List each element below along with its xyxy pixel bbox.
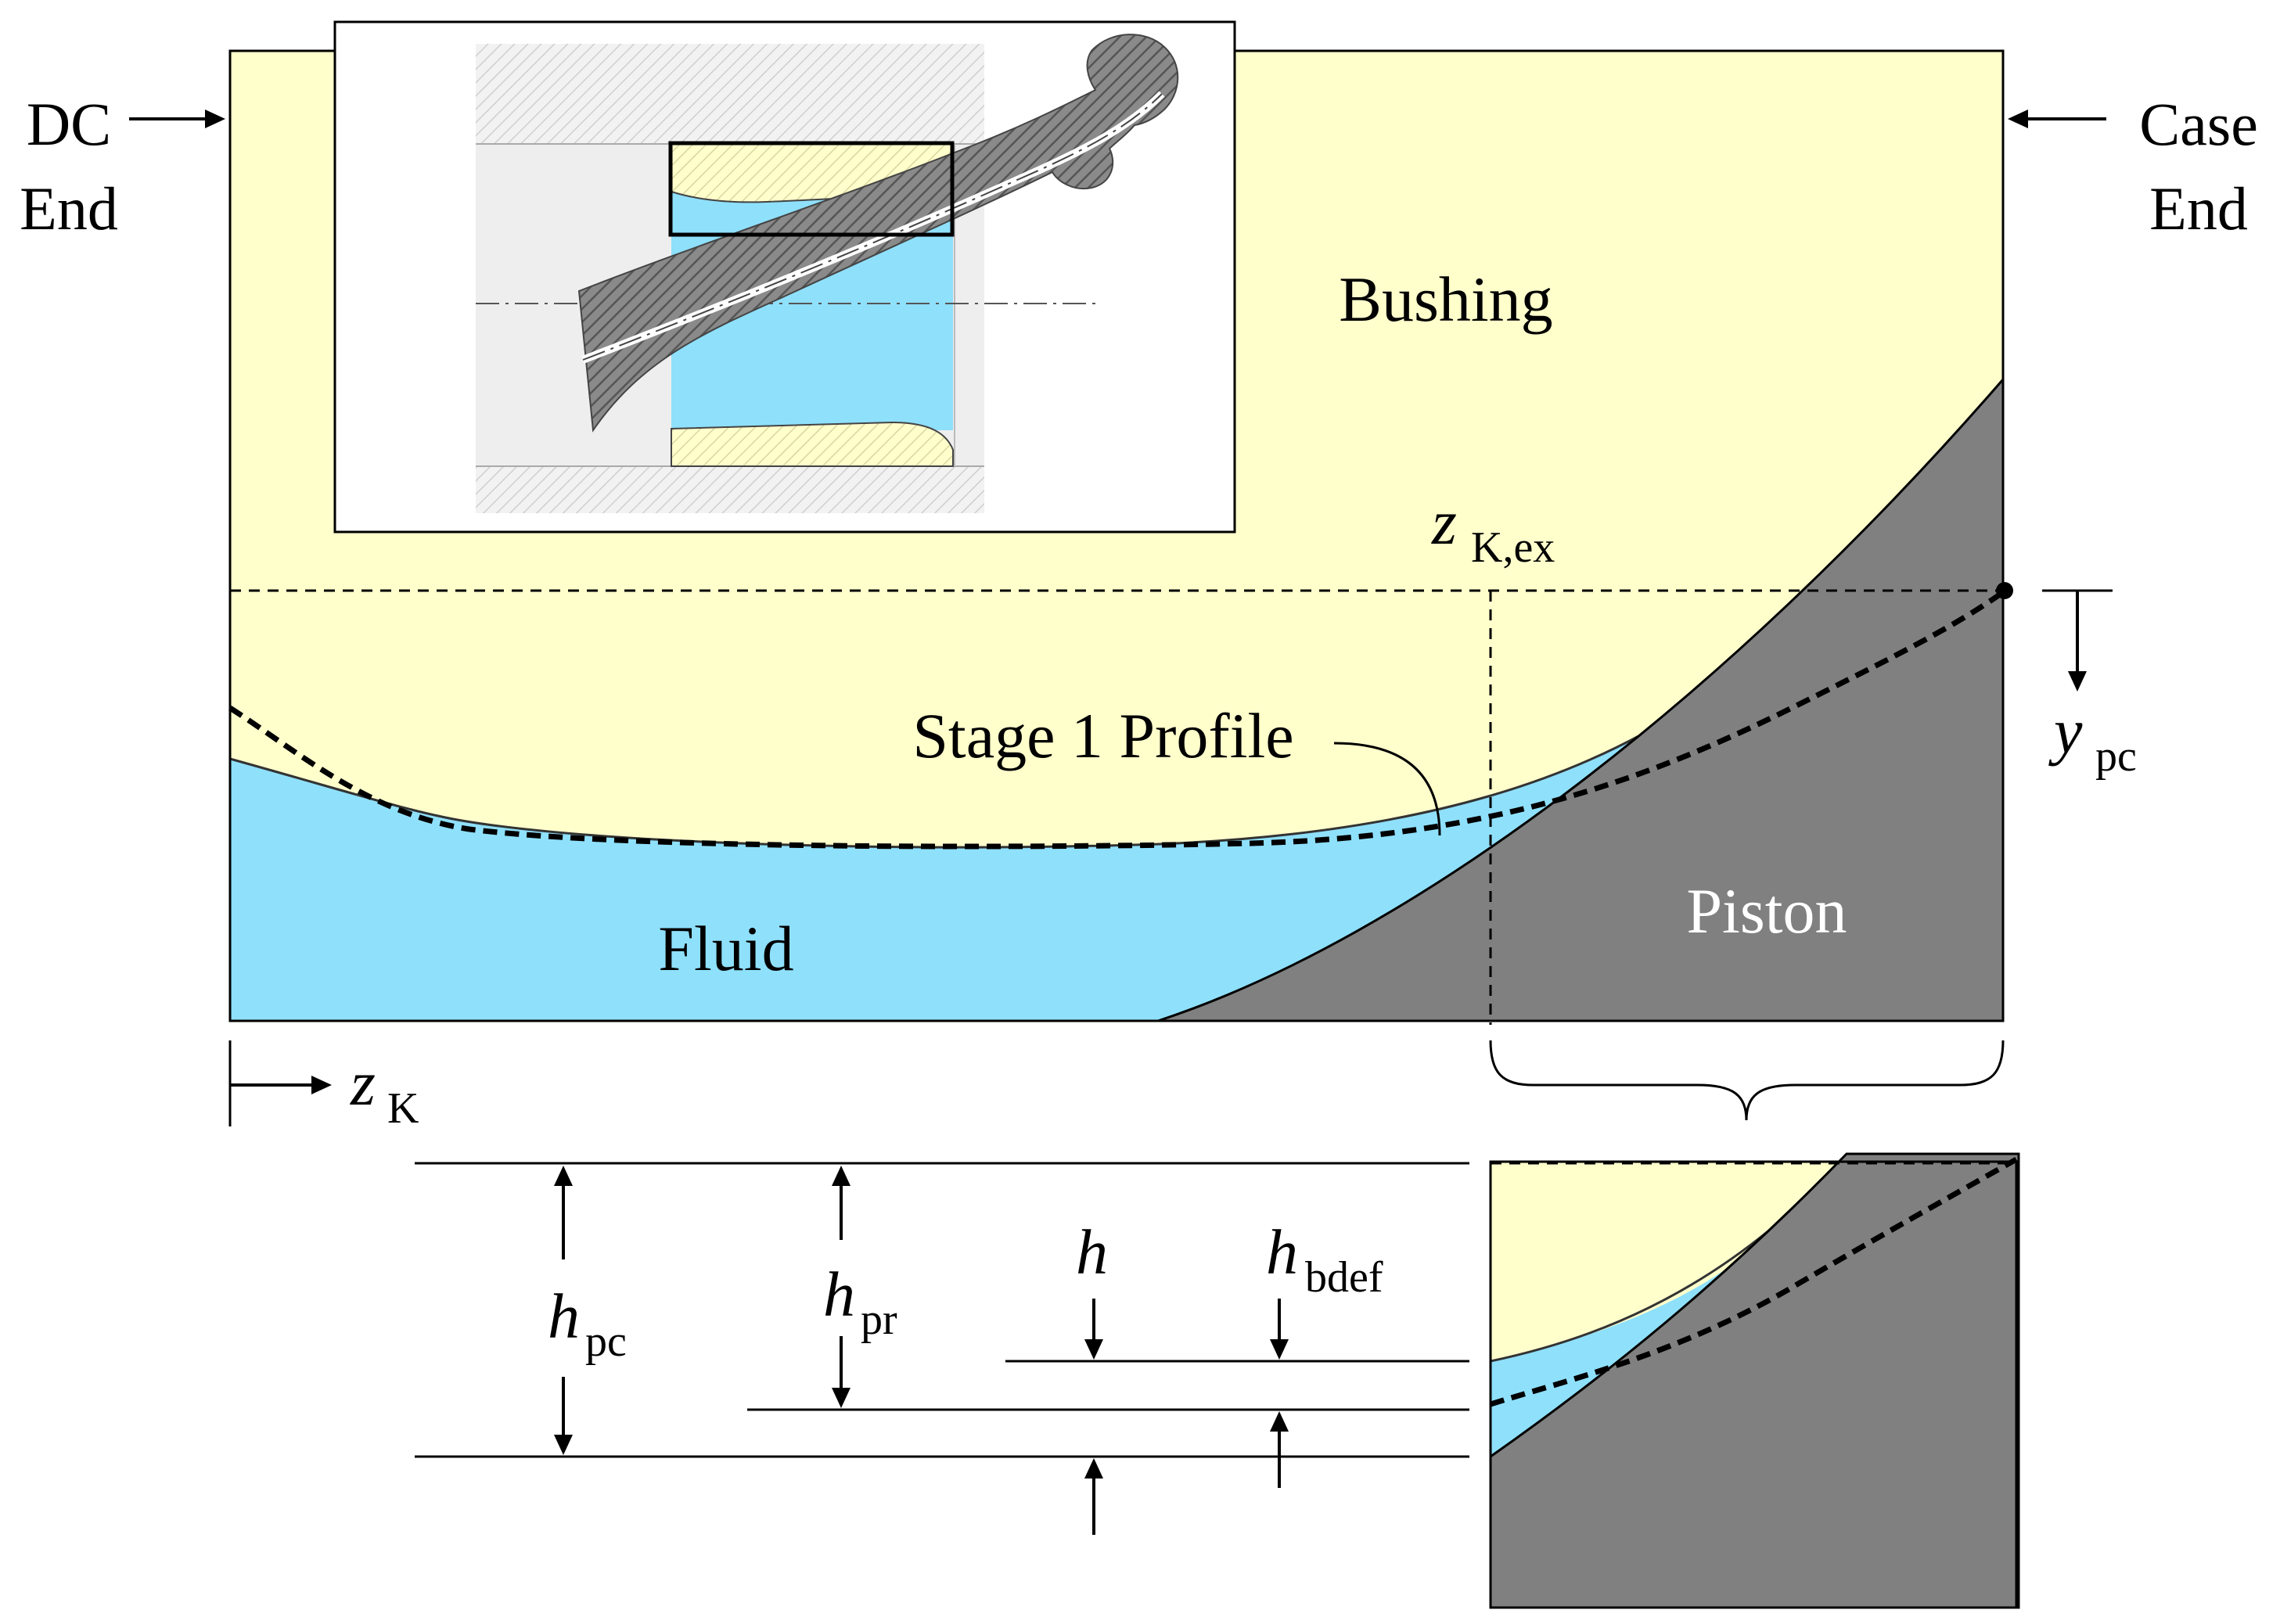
zk-symbol: z bbox=[350, 1047, 376, 1119]
hpr-subscript: pr bbox=[861, 1295, 897, 1344]
hpr-dimension-arrow bbox=[832, 1166, 851, 1408]
inset-illustration bbox=[333, 20, 1236, 534]
inset-highlight-box bbox=[668, 141, 955, 237]
stage1-profile-curve bbox=[228, 590, 2005, 850]
hpc-symbol: h bbox=[548, 1281, 580, 1352]
case-end-arrow bbox=[2008, 110, 2106, 128]
reference-point-dot bbox=[1996, 582, 2013, 599]
hbdef-dimension-arrow bbox=[1270, 1299, 1289, 1488]
zk-axis-arrow bbox=[228, 1040, 332, 1126]
zk-subscript: K bbox=[387, 1084, 419, 1133]
case-end-label-line2: End bbox=[2149, 174, 2248, 243]
piston-label: Piston bbox=[1686, 875, 1847, 947]
ypc-arrow bbox=[2042, 589, 2113, 692]
hbdef-symbol: h bbox=[1266, 1216, 1298, 1288]
h-dimension-arrow bbox=[1084, 1299, 1103, 1535]
hpr-symbol: h bbox=[823, 1259, 855, 1330]
bushing-boundary-line bbox=[229, 663, 1746, 849]
ypc-symbol: y bbox=[2048, 695, 2083, 767]
zoom-panel bbox=[1489, 1152, 2020, 1609]
stage1-profile-label: Stage 1 Profile bbox=[912, 700, 1293, 771]
dc-end-label-line2: End bbox=[20, 174, 118, 243]
h-symbol: h bbox=[1076, 1216, 1108, 1288]
ypc-subscript: pc bbox=[2095, 732, 2137, 781]
zk-ex-symbol: z bbox=[1431, 487, 1457, 558]
bushing-label: Bushing bbox=[1339, 264, 1552, 335]
fluid-label: Fluid bbox=[658, 913, 793, 984]
dimension-lines bbox=[415, 1162, 1469, 1458]
zk-ex-subscript: K,ex bbox=[1471, 523, 1555, 572]
hpc-subscript: pc bbox=[585, 1317, 627, 1366]
dc-end-label-line1: DC bbox=[27, 90, 111, 158]
case-end-label-line1: Case bbox=[2139, 90, 2258, 158]
piston-region bbox=[1157, 375, 2005, 1022]
dc-end-arrow bbox=[129, 110, 225, 128]
hbdef-subscript: bdef bbox=[1305, 1253, 1383, 1302]
hpc-dimension-arrow bbox=[554, 1166, 573, 1455]
stage1-leader-line bbox=[1333, 742, 1441, 836]
zoom-brace bbox=[1489, 1040, 2005, 1121]
